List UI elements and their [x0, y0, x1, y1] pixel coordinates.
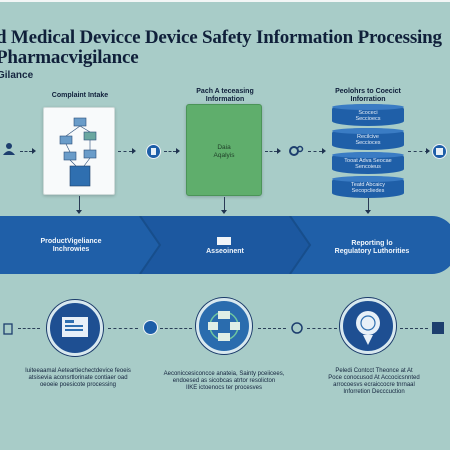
db-segment-line-1: Scoceci: [358, 110, 378, 116]
person-icon: [2, 142, 16, 156]
arrow-head: [277, 148, 281, 154]
connector-line: [118, 151, 132, 152]
report-label-line-1: Peolohrs to Coecict: [335, 88, 401, 95]
db-segment-line-1: Tooat Adva Seocae: [344, 158, 392, 164]
page-title-line-1: d Medical Devicce Device Safety Informat…: [0, 27, 442, 48]
analysis-card-line-1: Daia: [217, 144, 231, 151]
connector-line: [258, 328, 286, 329]
db-segment-line-2: Sencoieus: [355, 164, 381, 170]
arrow-head: [176, 148, 180, 154]
complaint-intake-card: [43, 107, 115, 195]
arrow-head: [365, 210, 371, 214]
info-icon: [143, 320, 158, 335]
database-stack: Scoceci Seccioecs Recilcive Seccioces To…: [332, 104, 404, 200]
report-icon: [432, 144, 447, 159]
connector-line: [408, 151, 428, 152]
connector-line: [265, 151, 277, 152]
down-connector: [79, 196, 80, 212]
database-segment: Teatd Abcaicy Secopcliedes: [332, 176, 404, 198]
text-line: Peledi Contcct Theonce at At: [335, 368, 413, 374]
text-line: arrocoesvs ecraiccocre tnrnaal: [333, 382, 415, 388]
text-line: Inforretion Decccuction: [343, 389, 405, 395]
text-line: Aeconiccesiconcce anateia, Sainty pceiic…: [163, 371, 285, 377]
band-right-line-1: Reporting lo: [351, 240, 393, 247]
connector-line: [400, 328, 428, 329]
arrow-head: [221, 210, 227, 214]
analysis-label-line-1: Pach A teceasing: [196, 88, 254, 95]
analysis-column-label: Pach A teceasing Information: [180, 88, 270, 104]
down-connector: [224, 197, 225, 212]
arrow-head: [32, 148, 36, 154]
page-title-line-2: Pharmacvigilance: [0, 47, 139, 68]
db-segment-line-2: Seccioces: [355, 140, 381, 146]
db-segment-line-1: Teatd Abcaicy: [351, 182, 385, 188]
connector-line: [164, 151, 176, 152]
connector-line: [307, 328, 337, 329]
bottom-left-text: Iuiteeaamal Aeteartiechectdevice feoeis …: [8, 368, 148, 389]
reporting-circle: [340, 298, 396, 354]
text-line: IIKE ictoenocs ter procesves: [185, 385, 263, 391]
monitoring-circle: [47, 300, 103, 356]
bottom-right-text: Peledi Contcct Theonce at At Poce conocu…: [304, 368, 444, 396]
down-connector: [368, 198, 369, 212]
analysis-card-text: Daia Aqalyis: [187, 144, 261, 160]
page-subtitle: Gilance: [0, 70, 34, 81]
connector-line: [308, 151, 322, 152]
top-border-line: [0, 0, 450, 2]
db-segment-line-2: Secopcliedes: [351, 188, 385, 194]
process-band: [0, 216, 450, 274]
clipboard-icon: [2, 322, 14, 335]
band-left-line-2: Inchrowies: [52, 246, 90, 253]
band-right-line-2: Regulatory Luthorities: [334, 248, 410, 255]
building-icon: [432, 322, 444, 334]
analysis-card-line-2: Aqalyis: [213, 152, 235, 159]
report-label-line-2: Inforration: [350, 96, 386, 103]
intake-column-label: Complaint Intake: [51, 92, 109, 99]
connector-line: [160, 328, 192, 329]
band-label-vigilance: ProductVigeliance Inchrowies: [26, 238, 116, 254]
analysis-label-line-2: Information: [205, 96, 245, 103]
db-segment-line-2: Seccioecs: [355, 116, 381, 122]
gears-icon: [288, 143, 304, 159]
report-column-label: Peolohrs to Coecict Inforration: [322, 88, 414, 104]
document-icon: [146, 144, 161, 159]
band-label-assessment: Asseoinent: [206, 248, 244, 255]
arrow-head: [132, 148, 136, 154]
text-line: Iuiteeaamal Aeteartiechectdevice feoeis: [25, 368, 131, 374]
connector-line: [18, 328, 40, 329]
database-segment: Recilcive Seccioces: [332, 128, 404, 150]
connector-line: [108, 328, 138, 329]
assessment-circle: [196, 298, 252, 354]
text-line: endoesed as sicobcas atrtor resolicton: [172, 378, 276, 384]
flowchart-icon: [59, 117, 97, 187]
arrow-head: [76, 210, 82, 214]
handshake-icon: [290, 321, 304, 335]
data-analysis-card: Daia Aqalyis: [186, 104, 262, 196]
arrow-head: [426, 148, 430, 154]
text-line: Poce conocusod At Accocicsnnted: [328, 375, 420, 381]
text-line: atsisevia aconsrtlorinate contiaer oad: [28, 375, 128, 381]
text-line: oeoeie poesicote processing: [39, 382, 117, 388]
arrow-head: [322, 148, 326, 154]
band-left-line-1: ProductVigeliance: [40, 238, 102, 245]
database-segment: Scoceci Seccioecs: [332, 104, 404, 126]
band-label-reporting: Reporting lo Regulatory Luthorities: [322, 240, 422, 256]
chart-icon: [217, 237, 231, 245]
database-segment: Tooat Adva Seocae Sencoieus: [332, 152, 404, 174]
bottom-center-text: Aeconiccesiconcce anateia, Sainty pceiic…: [154, 371, 294, 392]
connector-line: [20, 151, 32, 152]
db-segment-line-1: Recilcive: [356, 134, 379, 140]
